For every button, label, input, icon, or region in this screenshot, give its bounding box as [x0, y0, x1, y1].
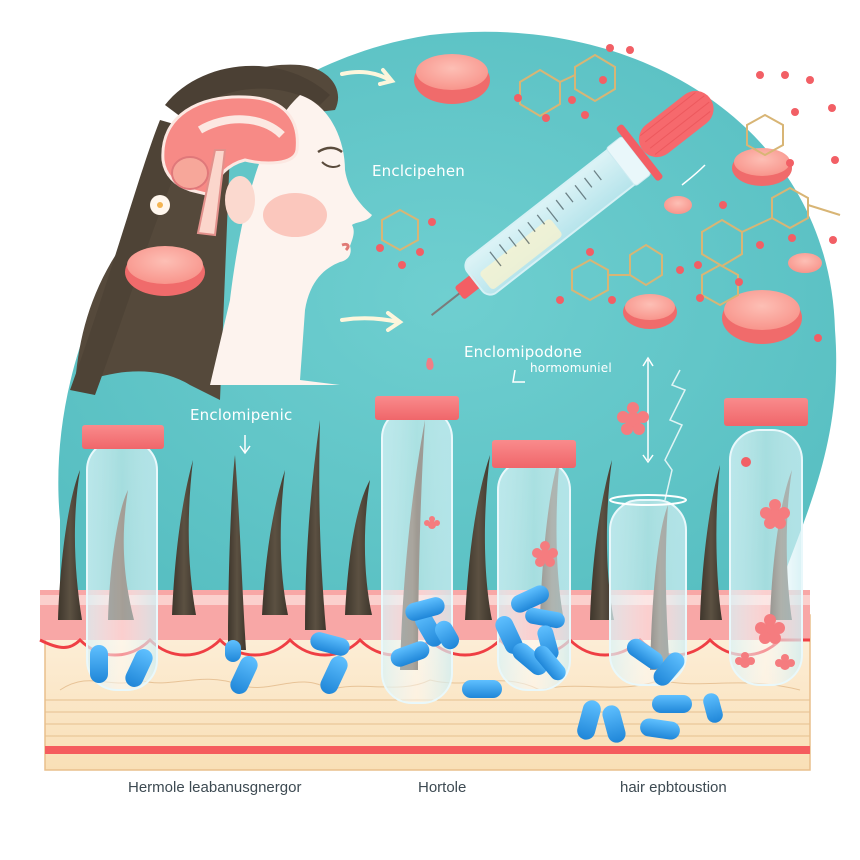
cheek-blush — [263, 193, 327, 237]
caption-right: hair epbtoustion — [620, 779, 727, 796]
caption-center: Hortole — [418, 779, 467, 796]
lightning-icon — [664, 369, 687, 501]
test-tube-open — [609, 494, 687, 686]
woman-face — [210, 95, 372, 385]
molecule-structures — [381, 53, 841, 307]
blue-capsules — [90, 585, 723, 743]
pink-disc-pills — [125, 54, 822, 344]
closed-eye-icon — [321, 161, 341, 168]
label-enclcipehen: Enclcipehen — [372, 162, 466, 180]
small-arrow-icons — [239, 164, 706, 464]
label-enclomipenic: Enclomipenic — [190, 406, 293, 424]
label-enclomipodone: Enclomipodone — [464, 343, 583, 361]
droplet-icon — [426, 358, 434, 370]
arrow-icons — [340, 68, 404, 332]
flower-icon — [150, 195, 170, 215]
syringe-icon — [430, 90, 714, 316]
label-hormomuniel: hormomuniel — [530, 361, 612, 375]
test-tube-1 — [82, 425, 164, 691]
caption-left: Hermole leabanusgnergor — [128, 779, 302, 796]
pink-flower-icons — [424, 402, 795, 670]
test-tube-4 — [724, 398, 808, 686]
molecule-atoms — [376, 44, 839, 342]
brain-icon — [161, 95, 299, 237]
ear — [225, 176, 255, 224]
